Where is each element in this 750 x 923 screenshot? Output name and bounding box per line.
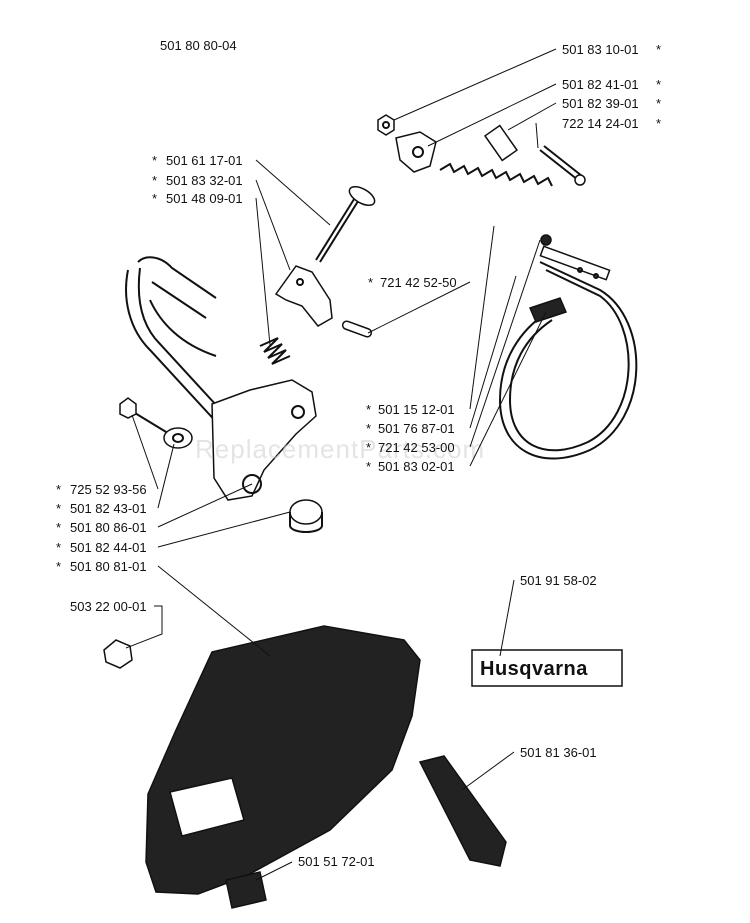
husqvarna-decal: Husqvarna bbox=[471, 649, 623, 687]
part-marker: * bbox=[656, 116, 661, 131]
part-label-501-82-44-01: 501 82 44-01 bbox=[70, 540, 147, 555]
part-marker: * bbox=[656, 42, 661, 57]
clip-drawing bbox=[225, 871, 267, 909]
part-label-501-51-72-01: 501 51 72-01 bbox=[298, 854, 375, 869]
part-marker: * bbox=[152, 191, 157, 206]
latch-drawing bbox=[274, 265, 333, 327]
part-marker: * bbox=[366, 440, 371, 455]
part-label-721-42-53-00: 721 42 53-00 bbox=[378, 440, 455, 455]
part-marker: * bbox=[56, 482, 61, 497]
part-marker: * bbox=[56, 540, 61, 555]
part-marker: * bbox=[656, 96, 661, 111]
part-label-501-81-36-01: 501 81 36-01 bbox=[520, 745, 597, 760]
part-label-721-42-52-50: 721 42 52-50 bbox=[380, 275, 457, 290]
leader-lines bbox=[125, 48, 557, 881]
part-marker: * bbox=[368, 275, 373, 290]
part-label-501-76-87-01: 501 76 87-01 bbox=[378, 421, 455, 436]
part-label-501-61-17-01: 501 61 17-01 bbox=[166, 153, 243, 168]
screw-drawing bbox=[539, 145, 586, 186]
part-marker: * bbox=[366, 459, 371, 474]
part-label-501-83-32-01: 501 83 32-01 bbox=[166, 173, 243, 188]
part-marker: * bbox=[656, 77, 661, 92]
pin-drawing bbox=[341, 320, 373, 338]
part-label-501-15-12-01: 501 15 12-01 bbox=[378, 402, 455, 417]
part-label-501-82-41-01: 501 82 41-01 bbox=[562, 77, 639, 92]
assembly-number: 501 80 80-04 bbox=[160, 38, 237, 53]
part-label-725-52-93-56: 725 52 93-56 bbox=[70, 482, 147, 497]
part-labels: 501 83 10-01 * 501 82 41-01 * 501 82 39-… bbox=[56, 42, 661, 869]
part-marker: * bbox=[366, 421, 371, 436]
part-label-501-48-09-01: 501 48 09-01 bbox=[166, 191, 243, 206]
logo-text: Husqvarna bbox=[480, 658, 588, 680]
part-label-501-83-02-01: 501 83 02-01 bbox=[378, 459, 455, 474]
part-marker: * bbox=[152, 153, 157, 168]
brake-band-drawing bbox=[498, 245, 638, 460]
part-label-501-80-81-01: 501 80 81-01 bbox=[70, 559, 147, 574]
watermark-text: ReplacementParts.com bbox=[195, 434, 485, 464]
nut-drawing bbox=[377, 114, 395, 136]
bracket-drawing bbox=[395, 131, 437, 173]
part-label-501-82-43-01: 501 82 43-01 bbox=[70, 501, 147, 516]
part-marker: * bbox=[56, 559, 61, 574]
washer-drawing bbox=[163, 427, 193, 449]
spring-drawing bbox=[439, 162, 553, 246]
part-label-501-91-58-02: 501 91 58-02 bbox=[520, 573, 597, 588]
rod-drawing bbox=[315, 185, 376, 263]
part-marker: * bbox=[152, 173, 157, 188]
hand-guard-drawing bbox=[125, 256, 317, 501]
plate-drawing bbox=[418, 755, 507, 867]
part-marker: * bbox=[56, 501, 61, 516]
small-spring-drawing bbox=[259, 337, 291, 365]
part-marker: * bbox=[56, 520, 61, 535]
chain-cover-drawing bbox=[145, 625, 421, 895]
part-label-722-14-24-01: 722 14 24-01 bbox=[562, 116, 639, 131]
mounting-nut-drawing bbox=[289, 499, 323, 533]
part-label-501-80-86-01: 501 80 86-01 bbox=[70, 520, 147, 535]
part-label-501-83-10-01: 501 83 10-01 bbox=[562, 42, 639, 57]
bushing-drawing bbox=[483, 124, 519, 162]
part-label-503-22-00-01: 503 22 00-01 bbox=[70, 599, 147, 614]
flange-nut-drawing bbox=[103, 639, 133, 669]
part-marker: * bbox=[366, 402, 371, 417]
part-label-501-82-39-01: 501 82 39-01 bbox=[562, 96, 639, 111]
